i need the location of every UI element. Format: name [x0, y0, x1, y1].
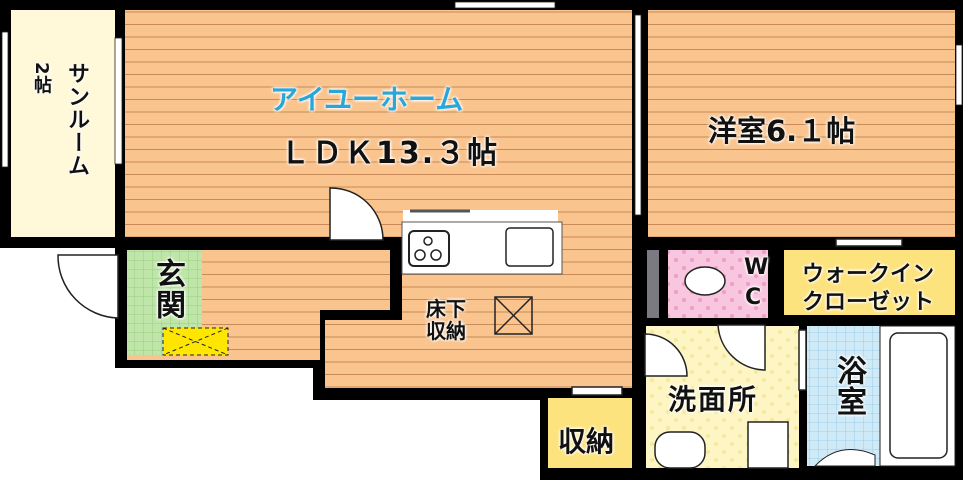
- wc-label-c: C: [745, 285, 762, 310]
- window: [1, 31, 9, 168]
- door-swing[interactable]: [329, 187, 384, 241]
- closet-label-1: ウォークイン: [802, 262, 935, 287]
- window: [454, 1, 556, 9]
- toilet-icon: [684, 266, 726, 296]
- ldk-floor: [125, 10, 632, 237]
- washing-machine-icon: [747, 421, 789, 469]
- window: [634, 14, 642, 216]
- bath-label: 浴室: [831, 355, 866, 417]
- wc-label-w: W: [744, 255, 769, 280]
- entrance-door[interactable]: [57, 254, 119, 319]
- washroom-label: 洗面所: [668, 383, 759, 416]
- closet-label-2: クローゼット: [802, 290, 935, 315]
- stove-icon: [408, 230, 450, 267]
- underfloor-storage-label: 床下収納: [426, 297, 466, 343]
- western-room-label: 洋室6.１帖: [708, 114, 856, 148]
- closet-door[interactable]: [835, 238, 903, 247]
- window: [955, 44, 963, 106]
- washroom-door[interactable]: [644, 333, 688, 377]
- bath-floor: [807, 326, 880, 466]
- bath-door[interactable]: [798, 329, 807, 391]
- storage-door[interactable]: [571, 386, 623, 396]
- wc-door[interactable]: [717, 324, 766, 371]
- sunroom: [11, 10, 115, 237]
- sunroom-size: 2帖: [31, 62, 52, 95]
- bathtub-icon: [889, 332, 948, 459]
- storage-label: 収納: [558, 425, 615, 458]
- brand-label: アイユーホーム: [270, 83, 464, 116]
- ldk-label: ＬＤＫ13.３帖: [280, 136, 500, 171]
- entrance-label: 玄関: [150, 258, 185, 320]
- sink-icon: [505, 227, 554, 267]
- window: [114, 37, 123, 165]
- closet-floor: [784, 250, 955, 315]
- underfloor-hatch-icon: [494, 296, 533, 335]
- sunroom-label: サンルーム: [64, 62, 89, 177]
- washbasin-icon: [654, 431, 706, 469]
- storage-floor: [548, 398, 632, 468]
- western-room-floor: [648, 10, 955, 237]
